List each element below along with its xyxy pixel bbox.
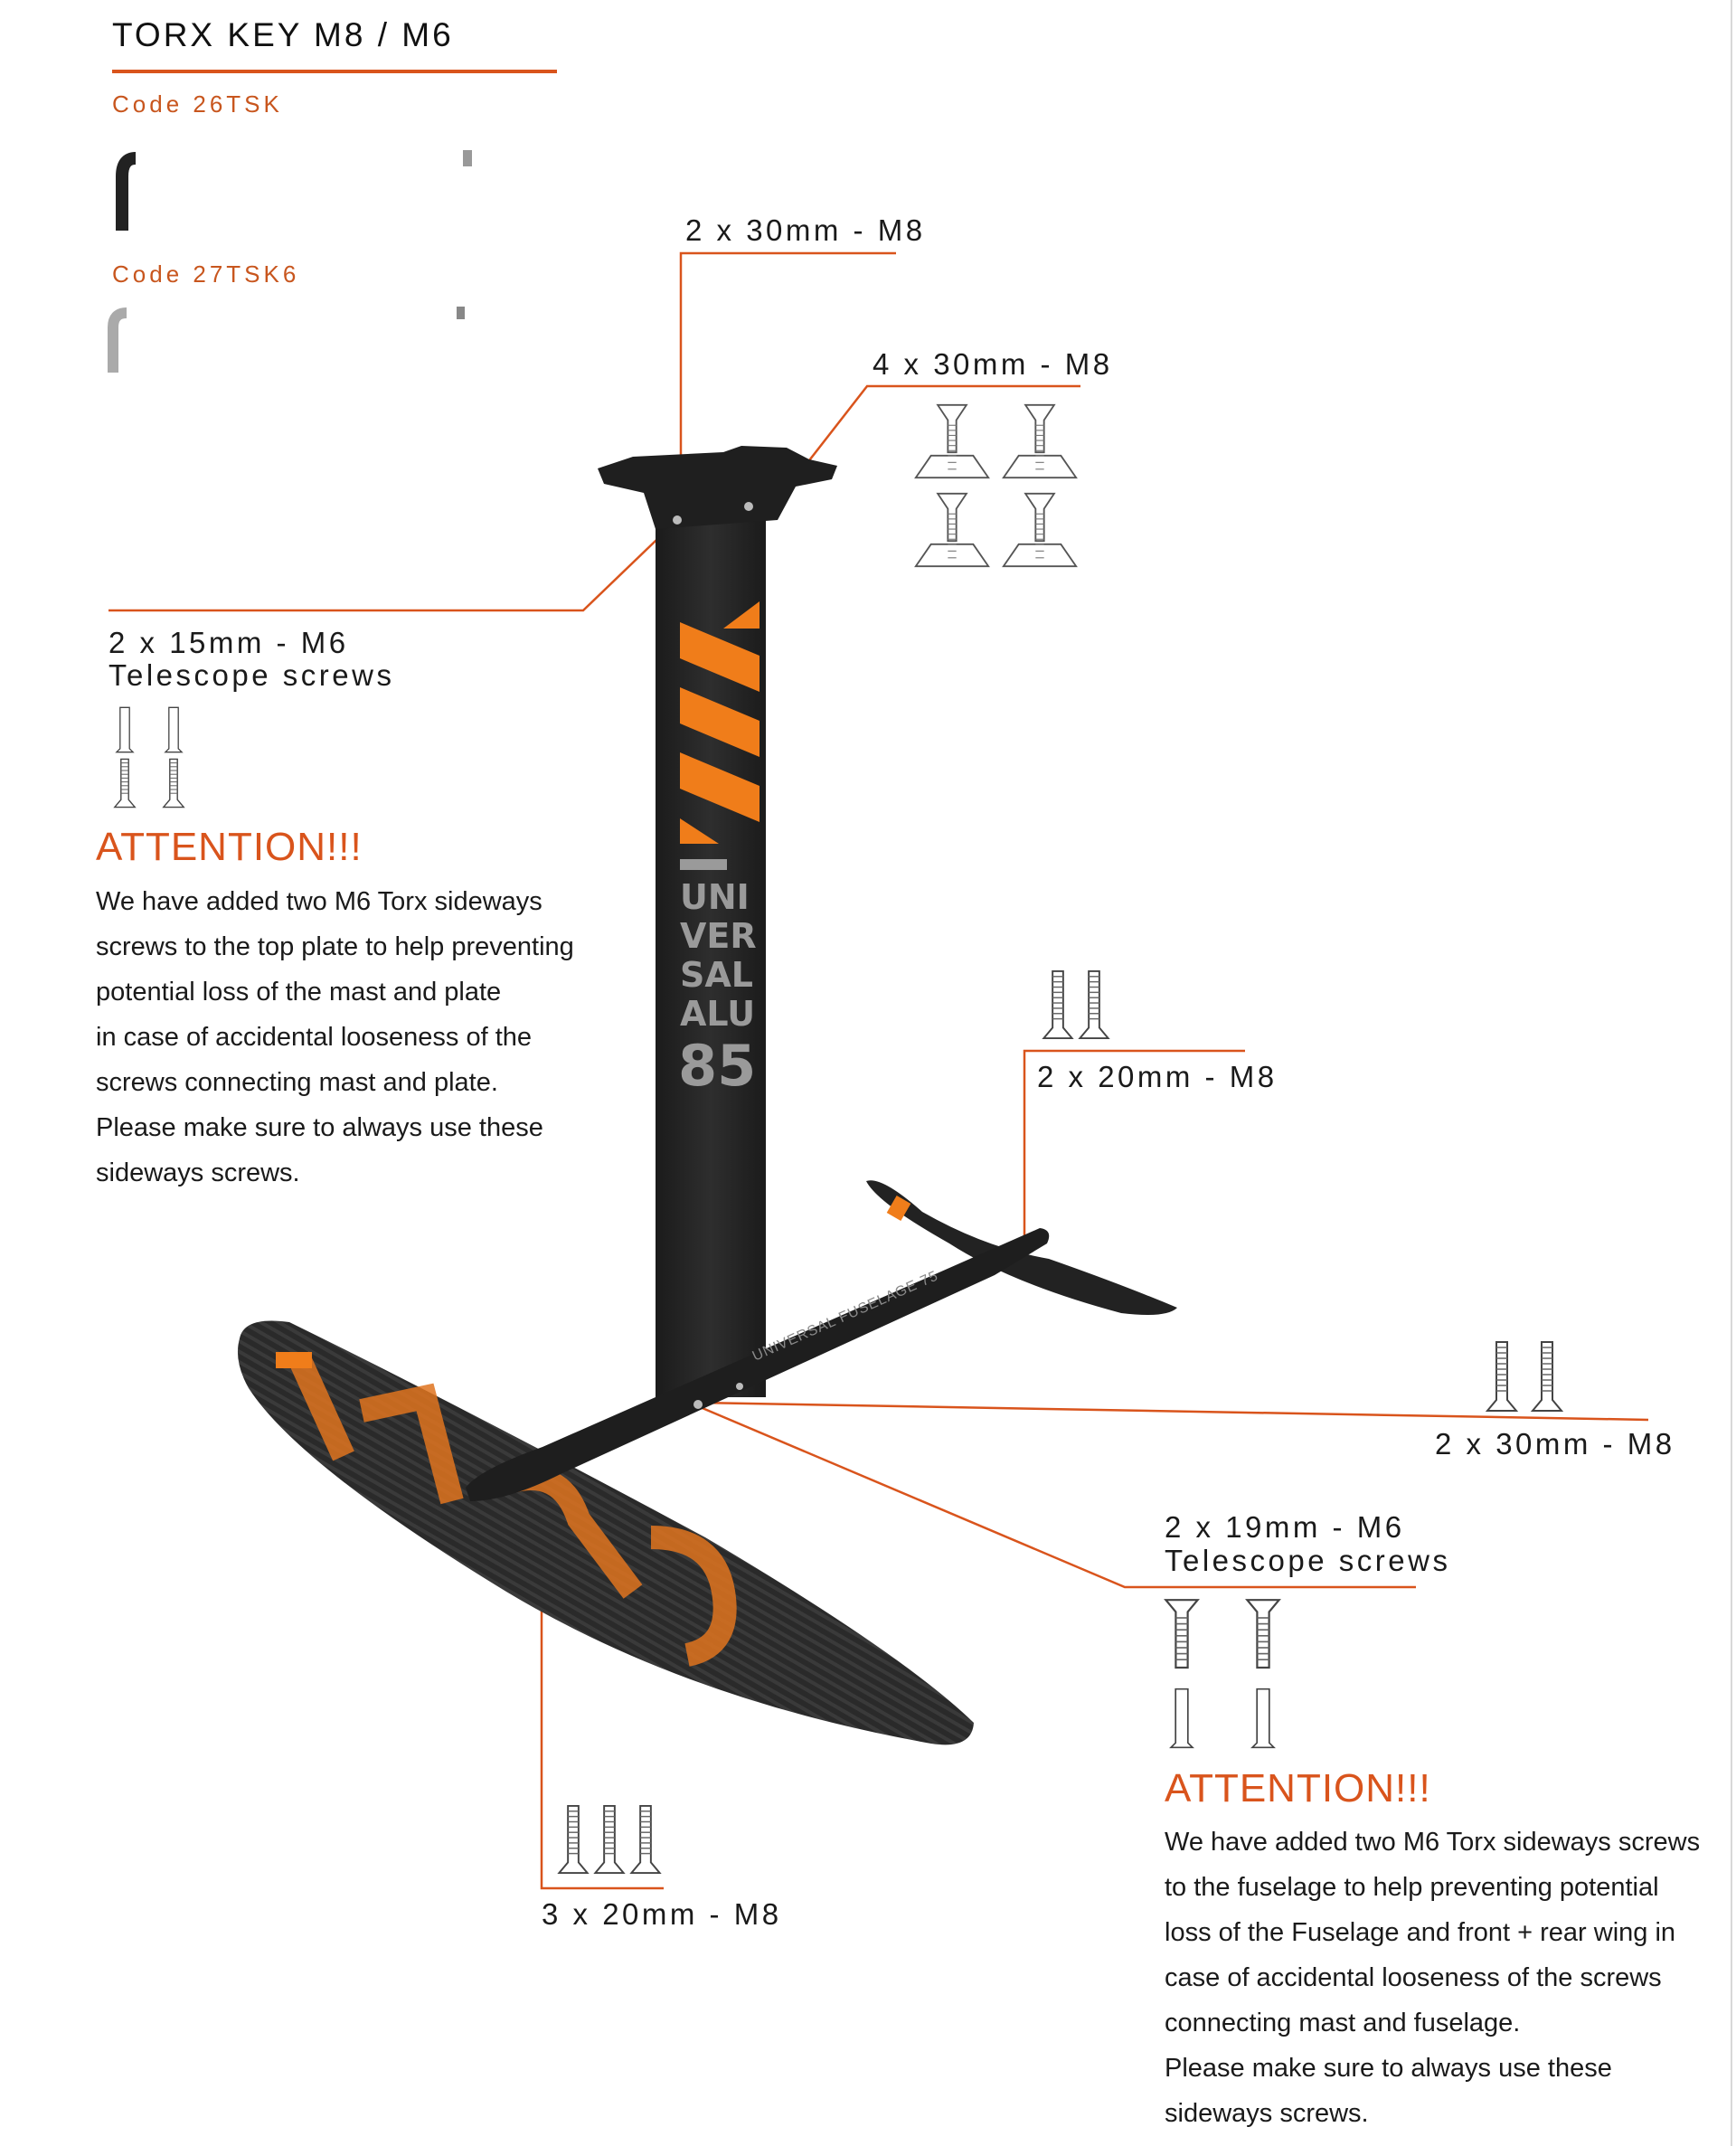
text-line: Please make sure to always use these	[96, 1113, 543, 1142]
callout-fuselage-mast	[697, 1401, 1649, 1422]
text-line: to the fuselage to help preventing poten…	[1165, 1873, 1659, 1902]
screw-icon	[113, 758, 137, 808]
label-mast-telescope: 2 x 15mm - M6	[108, 626, 349, 659]
text-line: case of accidental looseness of the scre…	[1165, 1963, 1662, 1992]
text-line: potential loss of the mast and plate	[96, 978, 502, 1007]
text-line: screws to the top plate to help preventi…	[96, 932, 574, 961]
mast-lettering: VER	[680, 916, 757, 956]
front-wing-logo	[276, 1352, 312, 1368]
screw-icon	[162, 758, 185, 808]
fuselage-lettering: UNIVERSAL FUSELAGE 75	[750, 1268, 941, 1364]
label-rear-wing: 2 x 20mm - M8	[1037, 1060, 1278, 1093]
label-plate-screws: 4 x 30mm - M8	[873, 347, 1113, 381]
mast-lettering: ALU	[680, 994, 755, 1034]
page-title: TORX KEY M8 / M6	[112, 16, 454, 53]
rear-wing-screw-icons	[1043, 969, 1109, 1040]
sleeve-icon	[164, 706, 184, 753]
label-fuselage-telescope: 2 x 19mm - M6	[1165, 1510, 1405, 1544]
text-line: screws connecting mast and plate.	[96, 1068, 498, 1097]
rear-wing-logo	[886, 1195, 911, 1222]
text-line: in case of accidental looseness of the	[96, 1023, 533, 1052]
screw-icon	[914, 403, 990, 479]
screw-icon	[1043, 969, 1073, 1040]
screw-icon	[558, 1804, 589, 1875]
plate-screws-icons	[914, 403, 1078, 568]
text-line: Please make sure to always use these	[1165, 2054, 1612, 2083]
mast-lettering: SAL	[680, 955, 753, 995]
callout-rear-wing	[1023, 1049, 1245, 1248]
torx-key-27tsk6	[108, 307, 465, 373]
screw-icon	[1079, 969, 1109, 1040]
screw-icon	[594, 1804, 625, 1875]
attention-heading-right: ATTENTION!!!	[1165, 1766, 1431, 1810]
text-line: We have added two M6 Torx sideways screw…	[1165, 1828, 1701, 1857]
screw-icon	[1486, 1340, 1518, 1413]
text-line: sideways screws.	[1165, 2099, 1369, 2128]
sleeve-icon	[1250, 1687, 1276, 1749]
front-wing-screw-icons	[558, 1804, 661, 1875]
text-line: connecting mast and fuselage.	[1165, 2009, 1521, 2037]
top-plate	[598, 446, 837, 529]
attention-heading-left: ATTENTION!!!	[96, 825, 363, 869]
screw-icon	[1165, 1599, 1199, 1669]
screw-icon	[1002, 403, 1078, 479]
label-front-wing: 3 x 20mm - M8	[542, 1897, 782, 1931]
label-fuselage-mast: 2 x 30mm - M8	[1435, 1427, 1675, 1461]
label-fuselage-telescope-sub: Telescope screws	[1165, 1544, 1451, 1577]
mast-lettering: 85	[678, 1033, 756, 1099]
sleeve-icon	[1169, 1687, 1194, 1749]
fuselage-mast-screw-icons	[1486, 1340, 1563, 1413]
label-top-plate: 2 x 30mm - M8	[685, 213, 926, 247]
callout-plate-screws	[799, 384, 1080, 473]
callout-fuselage-telescope	[697, 1404, 1416, 1589]
front-wing	[237, 1320, 974, 1745]
callout-top-plate	[679, 251, 896, 465]
screw-icon	[1002, 492, 1078, 568]
text-line: sideways screws.	[96, 1158, 300, 1187]
screw-icon	[1531, 1340, 1563, 1413]
callout-mast-telescope	[108, 519, 678, 612]
mast: UNI VER SAL ALU 85	[598, 446, 837, 1397]
screw-icon	[630, 1804, 661, 1875]
sleeve-icon	[115, 706, 135, 753]
mast-telescope-screw-icons	[113, 706, 185, 808]
label-mast-telescope-sub: Telescope screws	[108, 658, 395, 692]
key-code-26tsk: Code 26TSK	[112, 90, 283, 118]
page-edge	[1731, 0, 1732, 2146]
attention-text-right: We have added two M6 Torx sideways screw…	[1165, 1820, 1700, 2136]
rear-wing	[866, 1180, 1177, 1315]
text-line: loss of the Fuselage and front + rear wi…	[1165, 1918, 1676, 1947]
callout-front-wing	[540, 1478, 664, 1890]
screw-icon	[1246, 1599, 1280, 1669]
callout-lines	[108, 251, 1649, 1890]
key-code-27tsk6: Code 27TSK6	[112, 260, 300, 288]
fuselage-telescope-screw-icons	[1165, 1599, 1280, 1749]
text-line: We have added two M6 Torx sideways	[96, 887, 542, 916]
screw-icon	[914, 492, 990, 568]
attention-text-left: We have added two M6 Torx sideways screw…	[96, 879, 574, 1196]
mast-lettering: UNI	[680, 877, 750, 917]
torx-key-26tsk	[116, 150, 472, 231]
